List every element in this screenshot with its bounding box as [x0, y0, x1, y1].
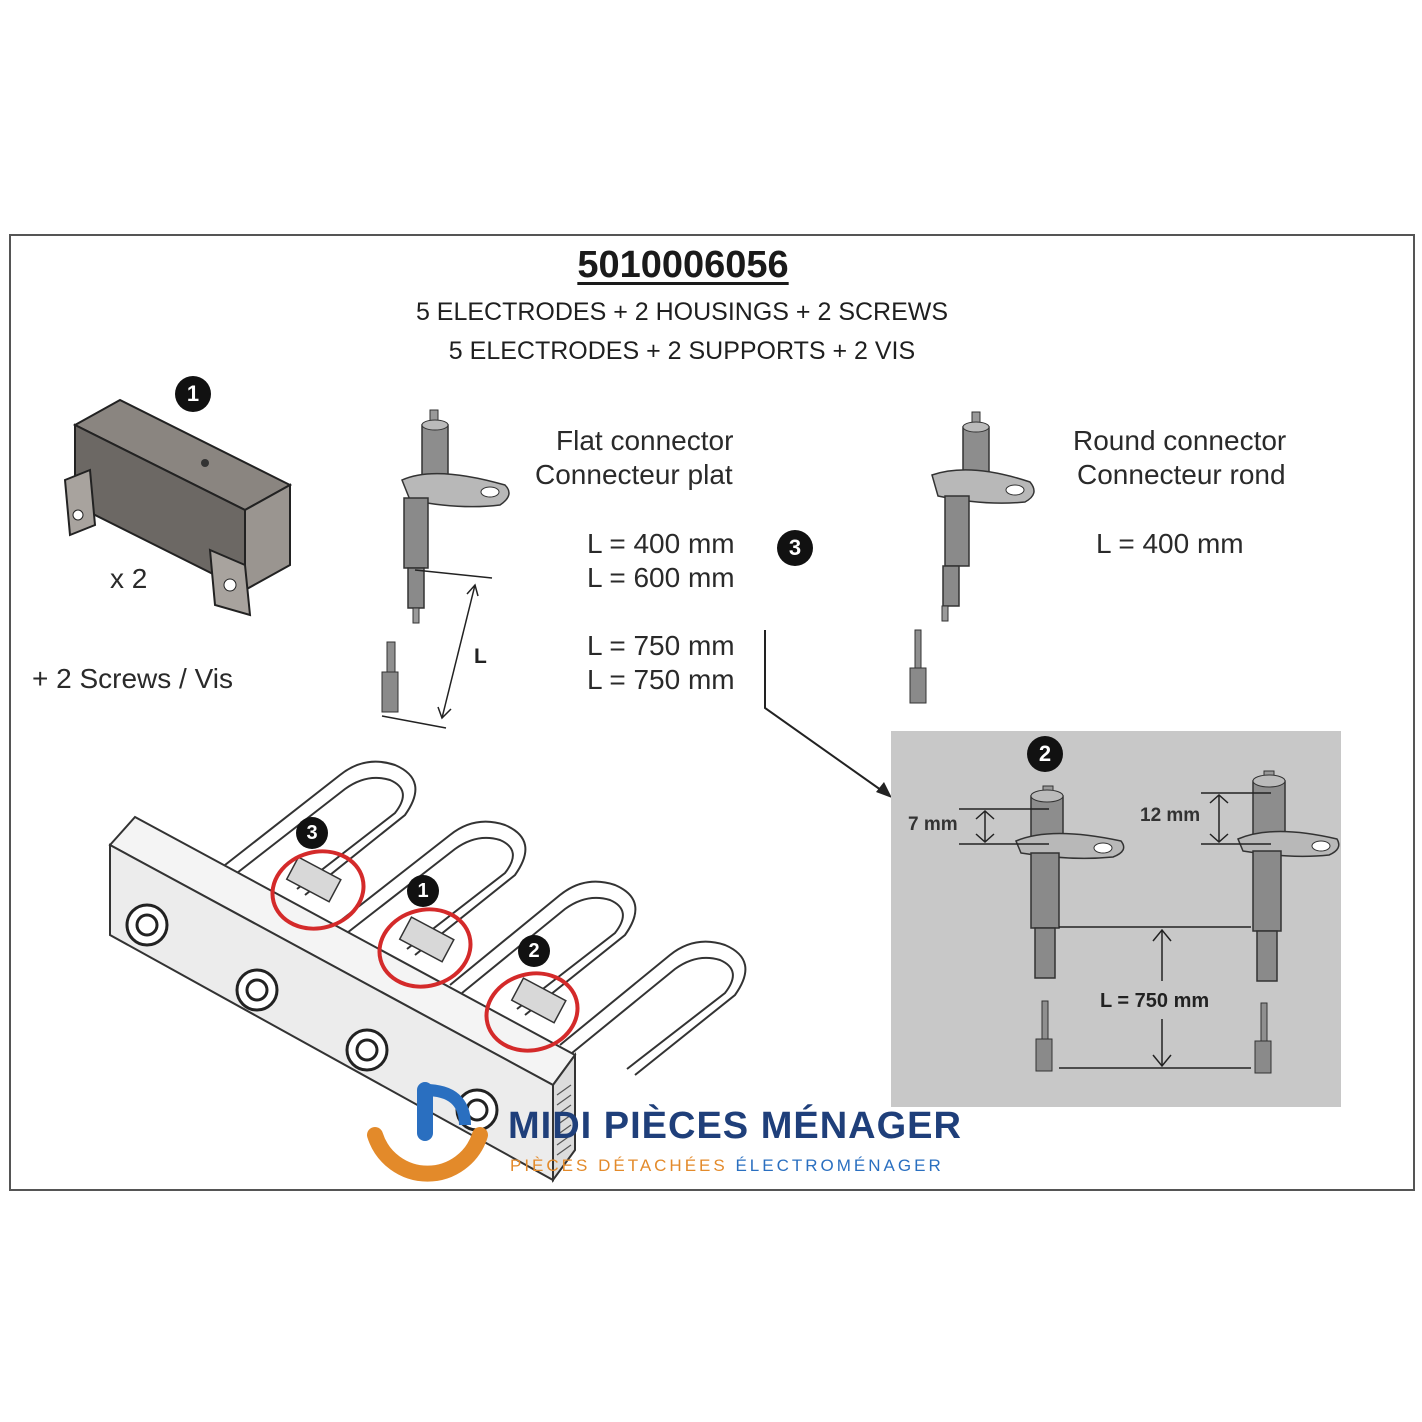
flat-connector-title-en: Flat connector: [556, 425, 734, 456]
bracket-quantity: x 2: [110, 563, 148, 594]
flat-length-750-a: L = 750 mm: [587, 630, 735, 661]
detail-electrodes-illustration: [959, 770, 1340, 1074]
detail-dim-7mm: 7 mm: [908, 814, 958, 835]
detail-length-750: L = 750 mm: [1100, 990, 1210, 1012]
burner-callout-3: 3: [296, 817, 328, 849]
detail-leader-arrow: [764, 630, 892, 798]
kit-contents-en: 5 ELECTRODES + 2 HOUSINGS + 2 SCREWS: [415, 298, 949, 326]
brand-logo-name: MIDI PIÈCES MÉNAGER: [508, 1105, 962, 1147]
housing-bracket-illustration: [63, 398, 293, 617]
round-connector-title-en: Round connector: [1073, 425, 1287, 456]
flat-connector-electrode-illustration: [381, 409, 510, 729]
burner-callout-1: 1: [407, 875, 439, 907]
detail-dim-12mm: 12 mm: [1140, 805, 1201, 826]
round-length-400: L = 400 mm: [1096, 528, 1244, 559]
burner-callout-2: 2: [518, 935, 550, 967]
flat-length-600: L = 600 mm: [587, 562, 735, 593]
part-number: 5010006056: [577, 244, 789, 286]
screws-label: + 2 Screws / Vis: [32, 663, 234, 694]
kit-contents-fr: 5 ELECTRODES + 2 SUPPORTS + 2 VIS: [448, 337, 916, 365]
flat-length-750-b: L = 750 mm: [587, 664, 735, 695]
brand-logo-mark: [367, 1082, 488, 1182]
round-connector-title-fr: Connecteur rond: [1077, 459, 1286, 490]
callout-badge-3: 3: [777, 530, 813, 566]
brand-logo-tagline-part1: PIÈCES DÉTACHÉES: [510, 1156, 728, 1175]
flat-length-400: L = 400 mm: [587, 528, 735, 559]
flat-connector-title-fr: Connecteur plat: [535, 459, 733, 490]
callout-badge-1: 1: [175, 376, 211, 412]
callout-badge-2: 2: [1027, 736, 1063, 772]
length-dimension-label: L: [474, 645, 487, 668]
brand-logo-tagline-part2: ÉLECTROMÉNAGER: [735, 1156, 944, 1175]
round-connector-electrode-illustration: [909, 411, 1035, 704]
brand-logo-tagline: PIÈCES DÉTACHÉES ÉLECTROMÉNAGER: [510, 1156, 944, 1176]
burner-highlights: [270, 849, 580, 1053]
